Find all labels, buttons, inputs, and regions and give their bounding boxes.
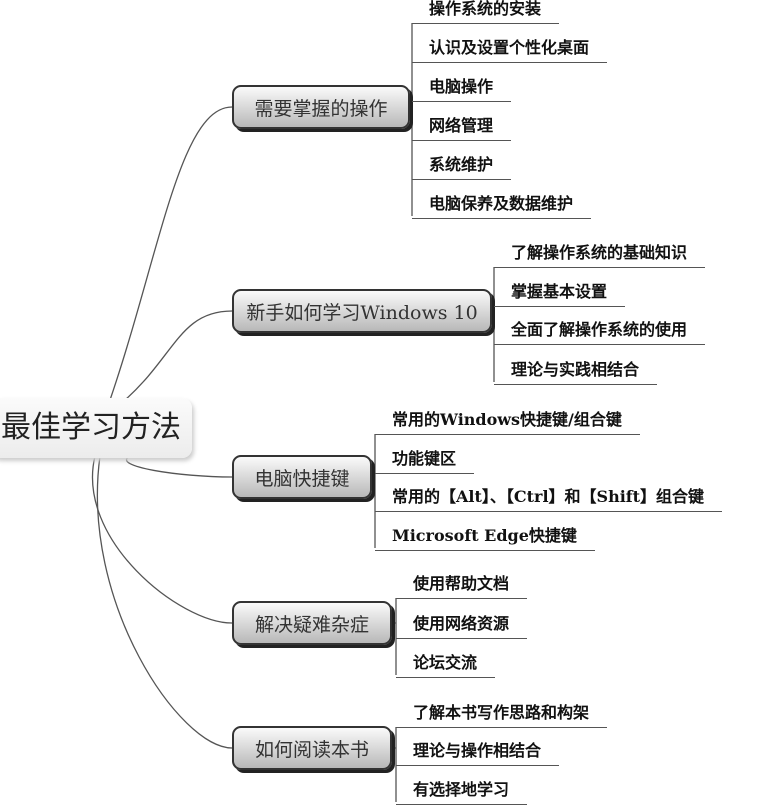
branch-connector	[92, 455, 233, 624]
leaf-node[interactable]: 网络管理	[412, 116, 512, 141]
leaf-node[interactable]: Microsoft Edge快捷键	[375, 526, 595, 551]
leaf-node[interactable]: 电脑操作	[412, 77, 512, 102]
leaf-node[interactable]: 理论与操作相结合	[396, 741, 560, 766]
leaf-node[interactable]: 电脑保养及数据维护	[412, 194, 592, 219]
leaf-node[interactable]: 常用的【Alt】、【Ctrl】和【Shift】组合键	[375, 487, 723, 512]
branch-node[interactable]: 新手如何学习Windows 10	[232, 289, 492, 333]
branch-node[interactable]: 电脑快捷键	[232, 455, 372, 499]
leaf-node[interactable]: 理论与实践相结合	[494, 360, 658, 385]
leaf-node[interactable]: 系统维护	[412, 155, 512, 180]
leaf-node[interactable]: 认识及设置个性化桌面	[412, 38, 608, 63]
branch-connector	[124, 310, 233, 401]
leaf-node[interactable]: 有选择地学习	[396, 780, 528, 805]
leaf-node[interactable]: 功能键区	[375, 449, 475, 474]
leaf-node[interactable]: 全面了解操作系统的使用	[494, 320, 706, 345]
leaf-node[interactable]: 操作系统的安装	[412, 0, 560, 24]
leaf-node[interactable]: 了解操作系统的基础知识	[494, 243, 706, 268]
branch-node[interactable]: 如何阅读本书	[232, 726, 392, 770]
leaf-node[interactable]: 常用的Windows快捷键/组合键	[375, 410, 640, 435]
leaf-node[interactable]: 了解本书写作思路和构架	[396, 703, 608, 728]
root-node[interactable]: 最佳学习方法	[0, 398, 192, 458]
branch-connector	[109, 106, 233, 401]
branch-node[interactable]: 需要掌握的操作	[232, 85, 410, 129]
leaf-node[interactable]: 使用帮助文档	[396, 574, 528, 599]
branch-node[interactable]: 解决疑难杂症	[232, 601, 392, 645]
leaf-node[interactable]: 使用网络资源	[396, 614, 528, 639]
leaf-node[interactable]: 掌握基本设置	[494, 282, 626, 307]
branch-connector	[96, 455, 233, 749]
branch-connector	[126, 455, 233, 478]
leaf-node[interactable]: 论坛交流	[396, 653, 496, 678]
